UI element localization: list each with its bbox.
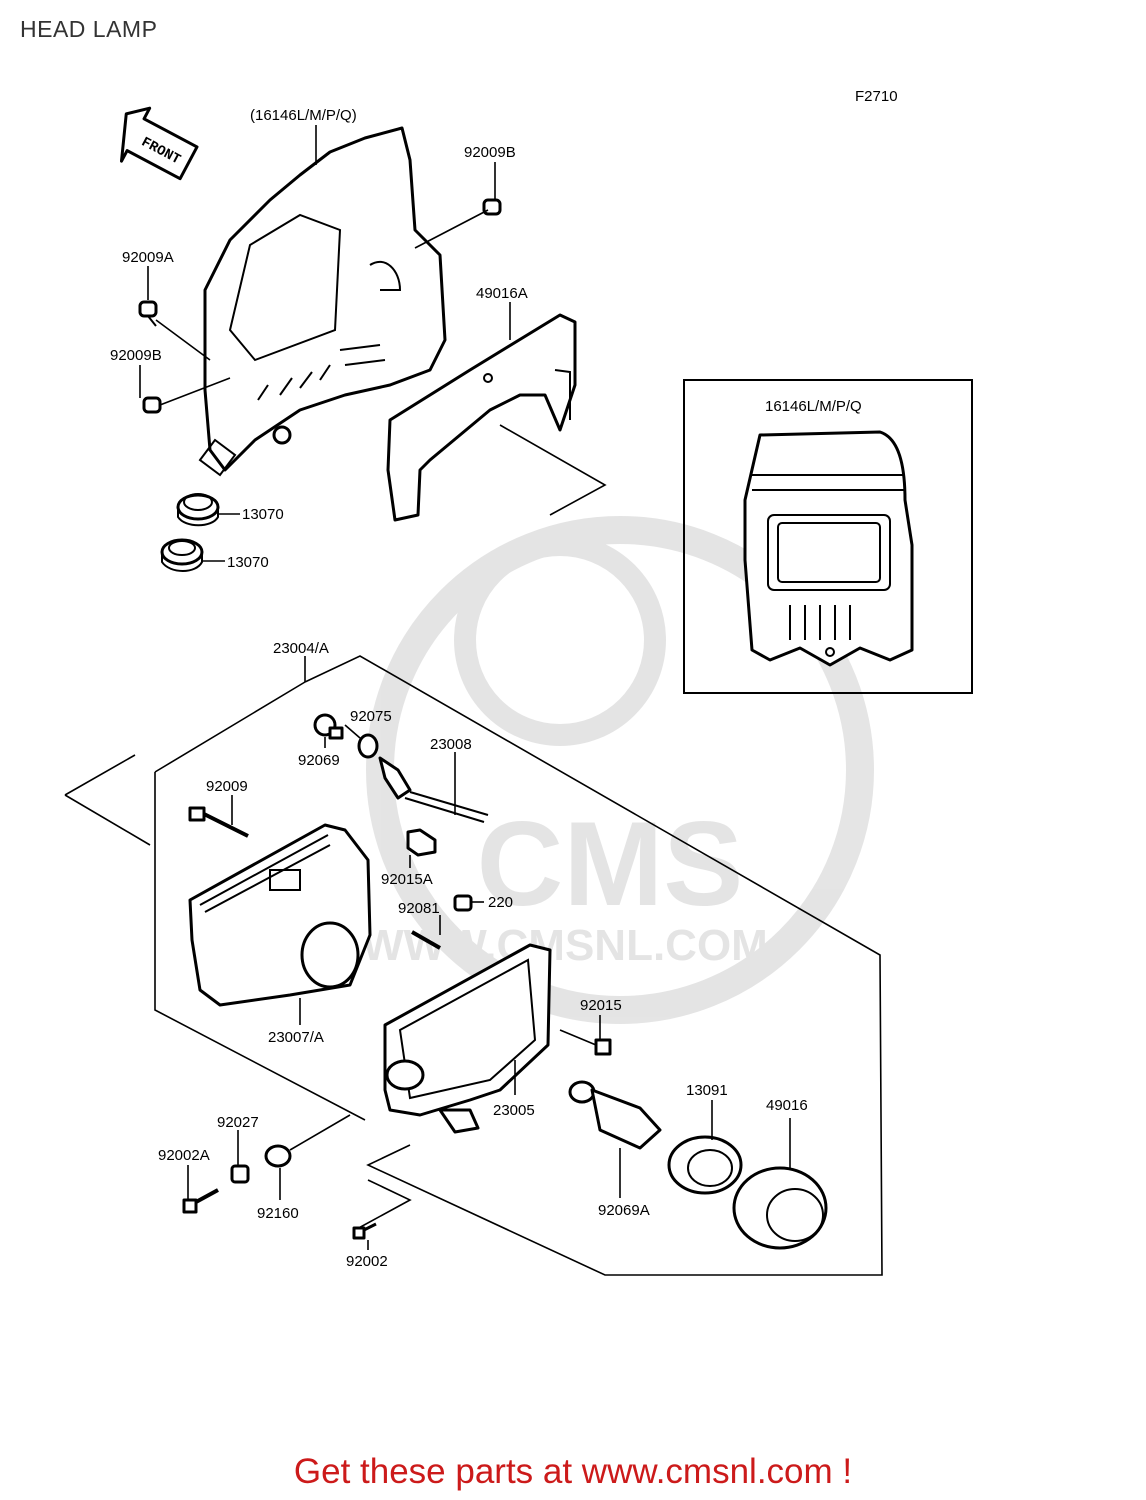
page-title: HEAD LAMP bbox=[20, 16, 158, 42]
screw-92009B-left bbox=[142, 396, 162, 414]
label-92069A: 92069A bbox=[598, 1202, 650, 1219]
bulb-92069 bbox=[313, 713, 344, 740]
mount-bracket-49016A bbox=[386, 313, 577, 522]
cmsnl-watermark: CMS WWW.CMSNL.COM bbox=[362, 516, 874, 1024]
grommet-92160 bbox=[264, 1144, 292, 1168]
grommet-13070-b bbox=[160, 538, 204, 572]
screw-92081 bbox=[411, 930, 441, 950]
cover-49016 bbox=[732, 1166, 828, 1250]
nut-92015 bbox=[594, 1038, 612, 1056]
nut-220 bbox=[453, 894, 473, 912]
label-92075: 92075 bbox=[350, 708, 392, 725]
bolt-92002A bbox=[182, 1188, 219, 1214]
socket-92075 bbox=[357, 733, 379, 759]
label-92069: 92069 bbox=[298, 752, 340, 769]
label-13091: 13091 bbox=[686, 1082, 728, 1099]
label-49016: 49016 bbox=[766, 1097, 808, 1114]
label-16146-inset: 16146L/M/P/Q bbox=[765, 398, 862, 415]
watermark-brand: CMS bbox=[477, 797, 744, 931]
label-92015: 92015 bbox=[580, 997, 622, 1014]
label-13070-a: 13070 bbox=[242, 506, 284, 523]
label-92081: 92081 bbox=[398, 900, 440, 917]
front-arrow-icon: FRONT bbox=[119, 106, 199, 181]
screw-92009 bbox=[188, 806, 249, 838]
label-92002: 92002 bbox=[346, 1253, 388, 1270]
label-16146-top: (16146L/M/P/Q) bbox=[250, 107, 357, 124]
dust-cover-13091 bbox=[667, 1135, 743, 1195]
label-23004: 23004/A bbox=[273, 640, 329, 657]
bulb-92069A bbox=[568, 1080, 662, 1150]
cowl-front-view bbox=[743, 430, 914, 667]
label-220: 220 bbox=[488, 894, 513, 911]
headlamp-assembly-frame bbox=[64, 424, 883, 1276]
label-23005: 23005 bbox=[493, 1102, 535, 1119]
label-92009A: 92009A bbox=[122, 249, 174, 266]
part-labels: (16146L/M/P/Q) 92009B 92009A 92009B 4901… bbox=[110, 107, 862, 1270]
label-92002A: 92002A bbox=[158, 1147, 210, 1164]
label-92027: 92027 bbox=[217, 1114, 259, 1131]
leader-lines bbox=[139, 125, 791, 1250]
figure-code: F2710 bbox=[855, 88, 898, 105]
headlamp-unit-23007 bbox=[188, 823, 372, 1007]
label-92160: 92160 bbox=[257, 1205, 299, 1222]
label-92015A: 92015A bbox=[381, 871, 433, 888]
label-23008: 23008 bbox=[430, 736, 472, 753]
label-49016A: 49016A bbox=[476, 285, 528, 302]
wire-harness-23008 bbox=[378, 756, 489, 823]
grommet-13070-a bbox=[176, 493, 220, 527]
screw-92009B-top bbox=[482, 198, 502, 216]
footer-link[interactable]: Get these parts at www.cmsnl.com ! bbox=[293, 1452, 853, 1491]
label-92009B-top: 92009B bbox=[464, 144, 516, 161]
label-92009: 92009 bbox=[206, 778, 248, 795]
inset-frame bbox=[683, 379, 973, 694]
clip-92015A bbox=[406, 828, 437, 857]
headlight-cowl bbox=[198, 126, 447, 477]
rim-23005 bbox=[383, 943, 552, 1134]
watermark-url: WWW.CMSNL.COM bbox=[362, 921, 768, 970]
label-13070-b: 13070 bbox=[227, 554, 269, 571]
screw-92009A bbox=[138, 300, 158, 327]
screw-92002 bbox=[352, 1222, 377, 1240]
label-23007: 23007/A bbox=[268, 1029, 324, 1046]
label-92009B-left: 92009B bbox=[110, 347, 162, 364]
collar-92027 bbox=[230, 1164, 250, 1184]
